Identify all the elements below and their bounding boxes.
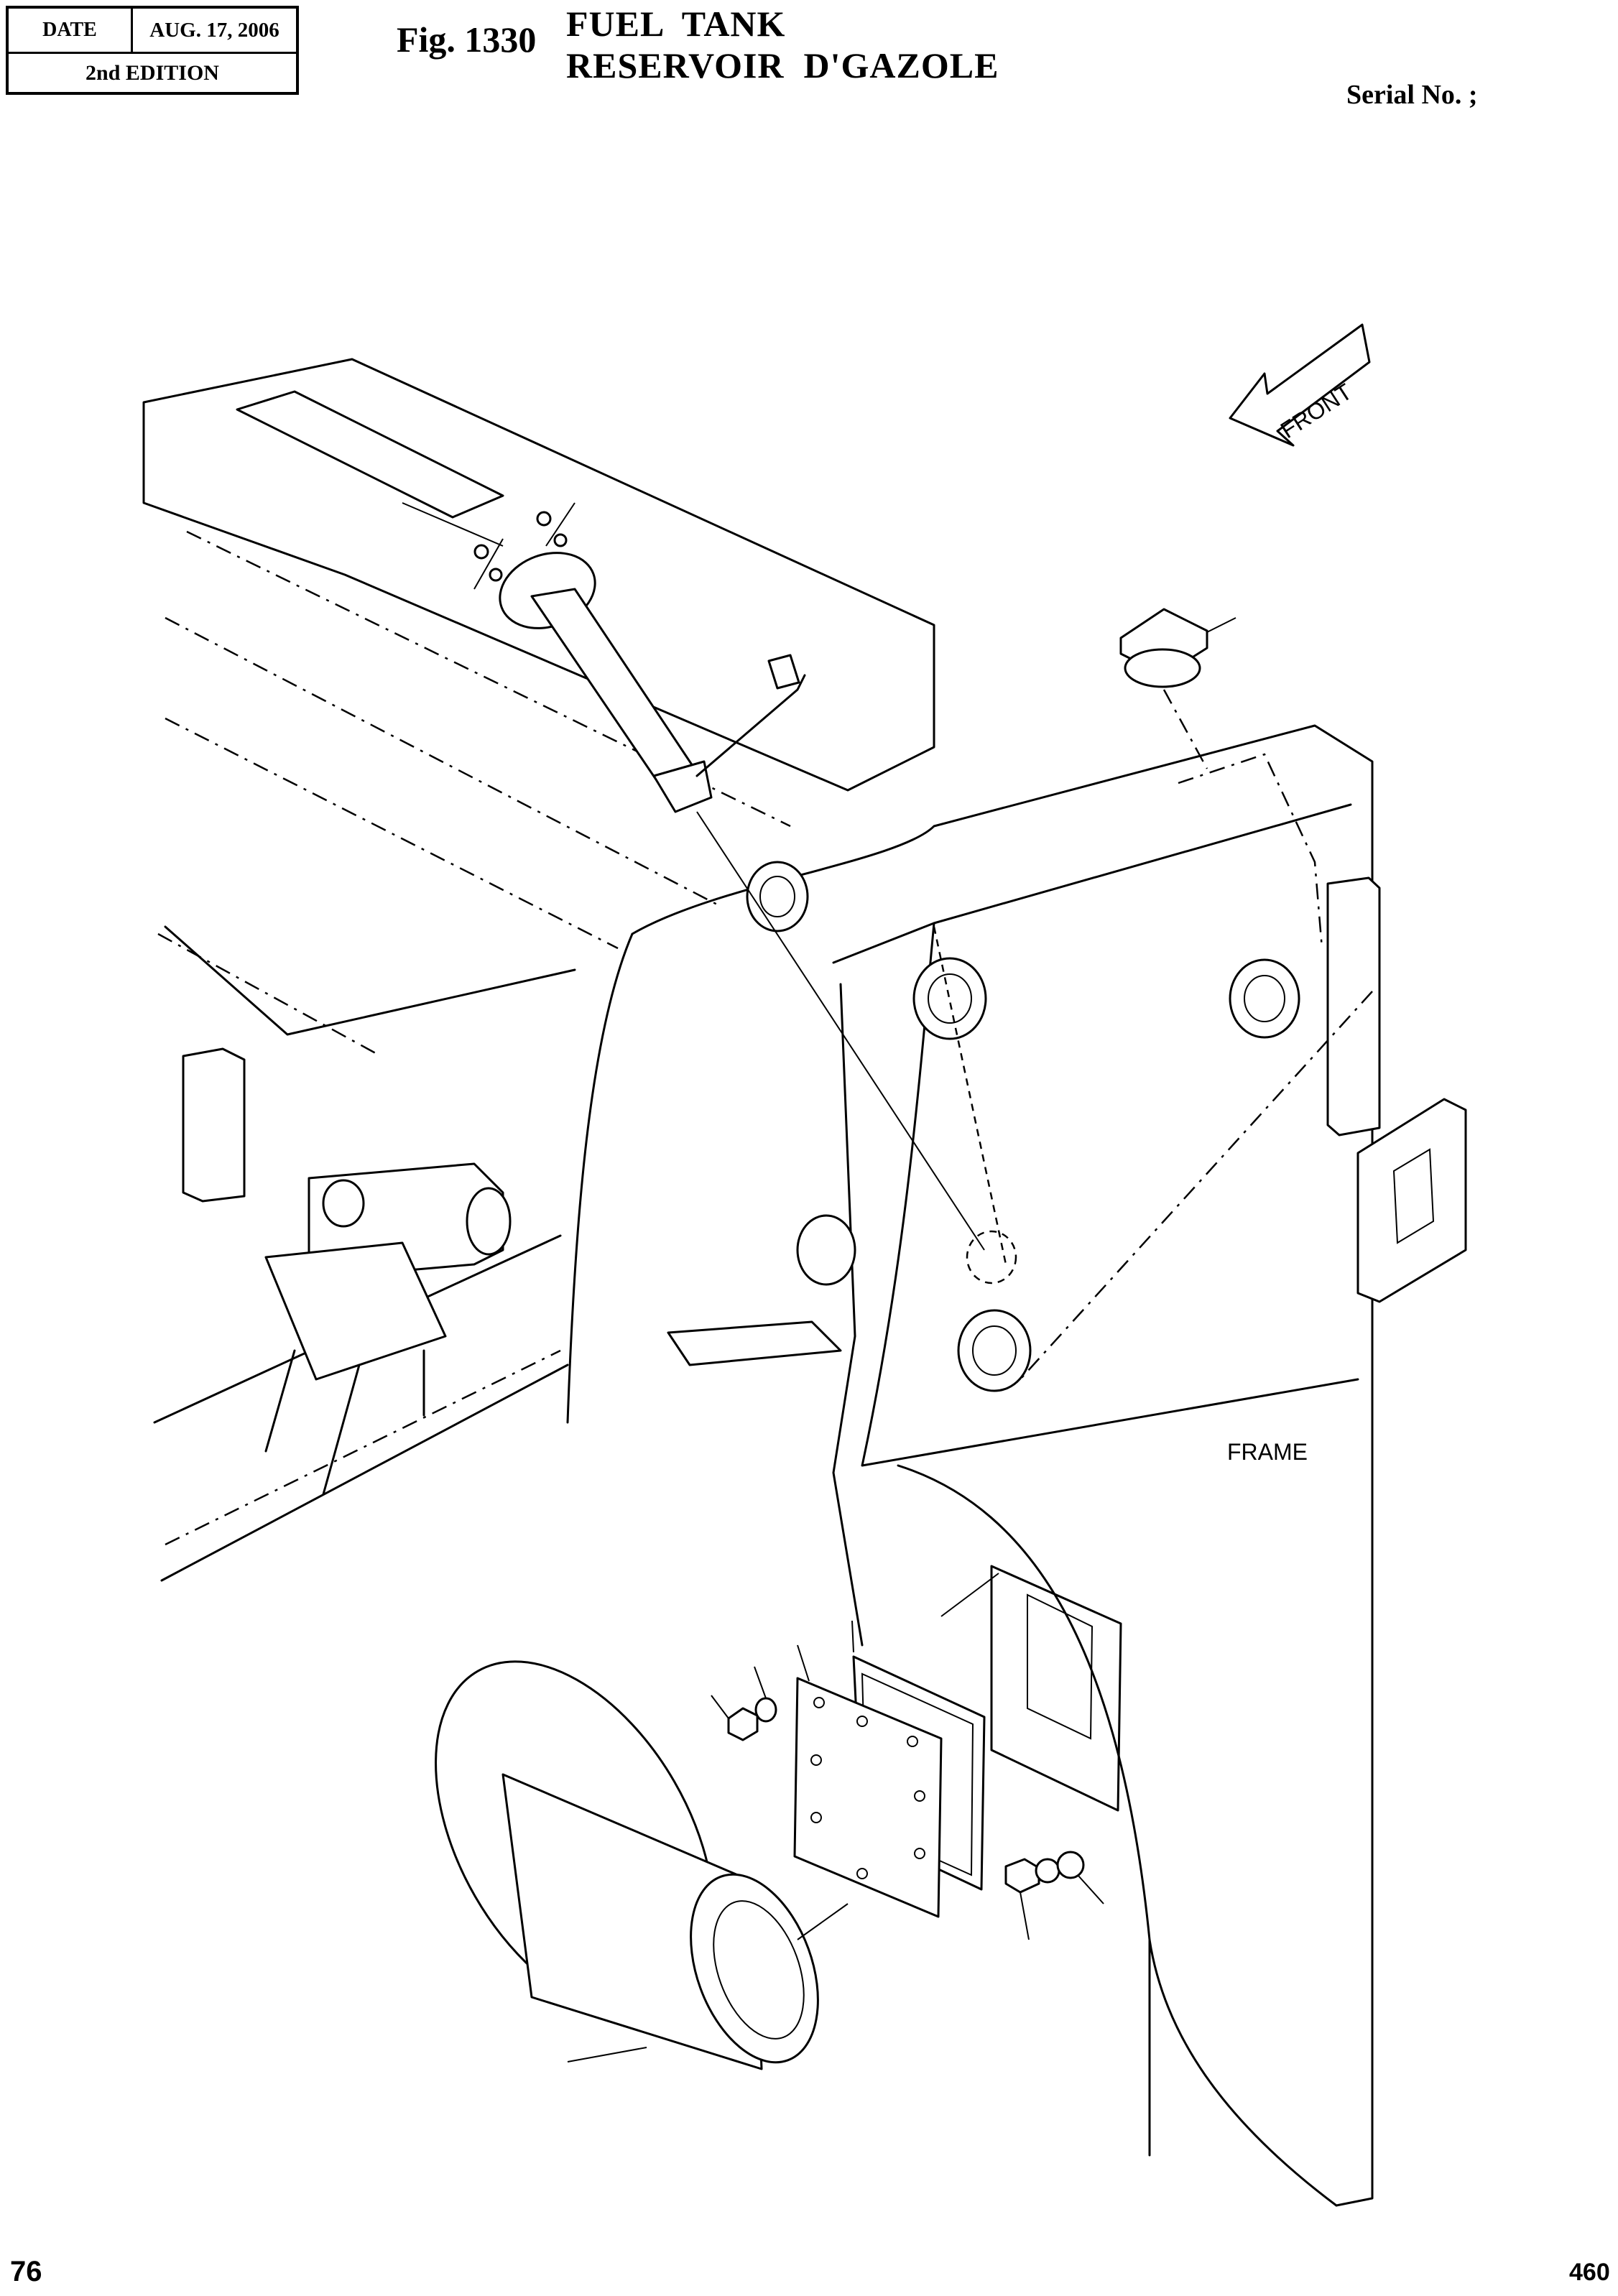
header-box: DATE AUG. 17, 2006 2nd EDITION xyxy=(6,6,299,95)
frame-label: FRAME xyxy=(1227,1439,1308,1465)
serial-number: Serial No. ; xyxy=(1346,80,1478,110)
fuel-cap xyxy=(1119,608,1236,769)
figure-title: FUEL TANK RESERVOIR D'GAZOLE xyxy=(566,3,999,86)
date-value: AUG. 17, 2006 xyxy=(149,18,279,42)
figure-number: Fig. 1330 xyxy=(397,19,537,60)
frame-body xyxy=(142,358,1467,2207)
page-number-left: 76 xyxy=(10,2256,42,2287)
cone-hub xyxy=(435,1660,849,2070)
date-label: DATE xyxy=(9,9,133,52)
edition-label: 2nd EDITION xyxy=(85,60,219,85)
cover-plate-assembly xyxy=(711,1565,1122,1940)
fuel-sender-assembly xyxy=(473,502,985,1251)
figure-title-line1: FUEL TANK xyxy=(566,4,786,44)
front-arrow: FRONT xyxy=(1229,323,1371,447)
header-date-row: DATE AUG. 17, 2006 xyxy=(9,9,296,54)
header-edition-row: 2nd EDITION xyxy=(9,54,296,92)
figure-title-line2: RESERVOIR D'GAZOLE xyxy=(566,45,999,85)
page-number-right: 460 xyxy=(1569,2259,1610,2286)
